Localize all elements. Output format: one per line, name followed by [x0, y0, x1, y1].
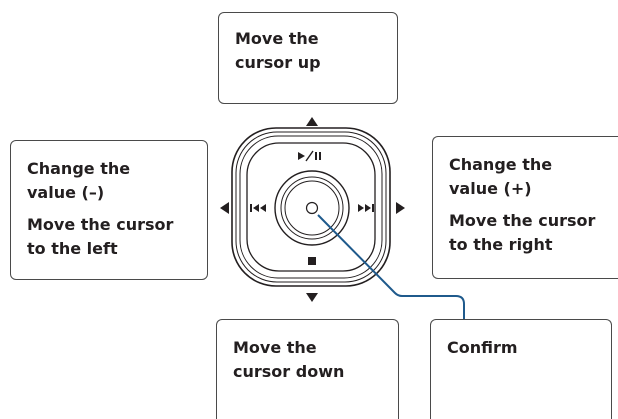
arrow-left-icon	[220, 202, 229, 214]
callout-left-line-1: Change the	[27, 159, 131, 178]
callout-cursor-up: Move the cursor up	[218, 12, 398, 104]
arrow-right-icon	[396, 202, 405, 214]
previous-track-icon	[250, 204, 266, 212]
callout-right: Change the value (+) Move the cursor to …	[432, 136, 618, 279]
callout-confirm-line-1: Confirm	[447, 338, 518, 357]
arrow-up-icon	[306, 117, 318, 126]
play-pause-icon	[298, 150, 321, 162]
callout-down-line-2: cursor down	[233, 362, 345, 381]
callout-up-line-2: cursor up	[235, 53, 321, 72]
callout-up-line-1: Move the	[235, 29, 319, 48]
callout-right-line-4: to the right	[449, 235, 553, 254]
callout-down-line-1: Move the	[233, 338, 317, 357]
callout-left-line-3: Move the cursor	[27, 215, 174, 234]
callout-right-line-2: value (+)	[449, 179, 532, 198]
callout-left-line-4: to the left	[27, 239, 118, 258]
callout-right-line-3: Move the cursor	[449, 211, 596, 230]
controller-outer-frame	[231, 127, 391, 287]
controller-frame-ring-2	[235, 131, 387, 283]
controller-inner-frame	[246, 142, 376, 272]
callout-right-line-1: Change the	[449, 155, 553, 174]
enter-button-outer-ring[interactable]	[274, 170, 350, 246]
next-track-icon	[358, 204, 374, 212]
callout-cursor-down: Move the cursor down	[216, 319, 399, 419]
enter-button-ring-2	[280, 176, 344, 240]
arrow-down-icon	[306, 293, 318, 302]
stop-icon	[308, 257, 316, 265]
controller-frame-ring-3	[239, 135, 383, 279]
callout-left: Change the value (–) Move the cursor to …	[10, 140, 208, 280]
callout-confirm: Confirm	[430, 319, 612, 419]
callout-left-line-2: value (–)	[27, 183, 105, 202]
enter-button-center-dot	[305, 201, 319, 215]
enter-button-ring-3	[284, 180, 340, 236]
